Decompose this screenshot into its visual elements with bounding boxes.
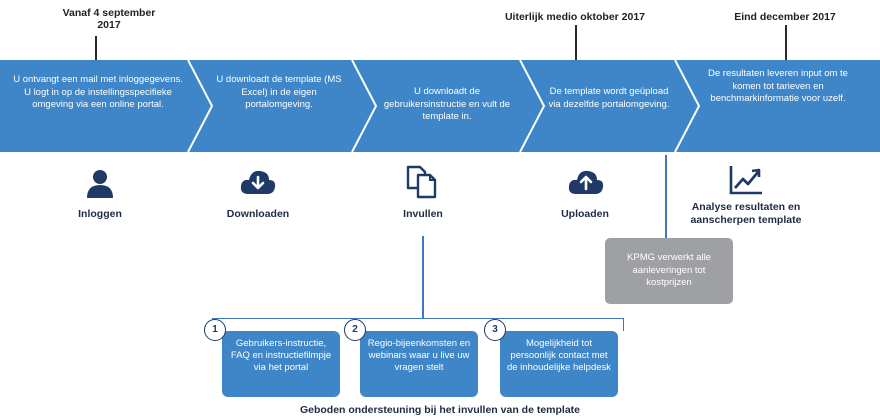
step-2-text: U downloadt de template (MS Excel) in de… [216, 74, 342, 110]
fill-label: Invullen [403, 208, 443, 220]
support-box-2: Regio-bijeenkomsten en webinars waar u l… [360, 331, 478, 397]
date-mid-tick [575, 25, 577, 60]
date-start-line2: 2017 [97, 19, 121, 31]
copy-documents-icon [406, 165, 437, 199]
support-caption: Geboden ondersteuning bij het invullen v… [299, 404, 581, 416]
support-box-1: Gebruikers-instructie, FAQ en instructie… [222, 331, 340, 397]
invullen-connector [422, 236, 424, 318]
chevron-divider-2 [351, 60, 378, 152]
login-label: Inloggen [78, 208, 122, 220]
date-mid: Uiterlijk medio oktober 2017 [504, 11, 646, 23]
step-4-text: De template wordt geüpload via dezelfde … [548, 86, 670, 110]
support-number-2: 2 [344, 319, 366, 341]
support-3-text: Mogelijkheid tot persoonlijk contact met… [506, 338, 612, 373]
cloud-upload-icon [568, 170, 604, 194]
step-5-text: De resultaten leveren input om te komen … [708, 68, 848, 104]
support-number-3: 3 [484, 319, 506, 341]
kpmg-processing-text: KPMG verwerkt alle aanleveringen tot kos… [627, 252, 711, 289]
chevron-divider-3 [519, 60, 546, 152]
download-label: Downloaden [226, 208, 290, 220]
step-1-text: U ontvangt een mail met inloggegevens. U… [13, 74, 183, 110]
step-3-text: U downloadt de gebruikersinstructie en v… [383, 86, 511, 122]
date-start-line1: Vanaf 4 september [62, 7, 156, 19]
process-band [0, 60, 880, 152]
upload-label: Uploaden [561, 208, 609, 220]
support-bracket [212, 318, 624, 331]
date-start: Vanaf 4 september 2017 [44, 7, 174, 31]
support-2-text: Regio-bijeenkomsten en webinars waar u l… [367, 338, 471, 373]
date-end: Eind december 2017 [734, 11, 836, 23]
date-end-tick [785, 25, 787, 60]
date-start-tick [95, 36, 97, 60]
analysis-label-line2: aanscherpen template [690, 214, 802, 226]
user-icon [87, 170, 113, 198]
analysis-connector [665, 155, 667, 238]
analysis-label-line1: Analyse resultaten en [691, 201, 801, 213]
support-box-3: Mogelijkheid tot persoonlijk contact met… [500, 331, 618, 397]
kpmg-processing-box: KPMG verwerkt alle aanleveringen tot kos… [605, 238, 733, 304]
support-1-text: Gebruikers-instructie, FAQ en instructie… [230, 338, 332, 373]
chevron-divider-1 [187, 60, 214, 152]
band-background [0, 60, 880, 152]
cloud-download-icon [240, 170, 276, 194]
chevron-divider-4 [674, 60, 701, 152]
support-number-1: 1 [204, 319, 226, 341]
trend-chart-icon [729, 166, 762, 195]
analysis-label: Analyse resultaten en aanscherpen templa… [690, 201, 802, 227]
